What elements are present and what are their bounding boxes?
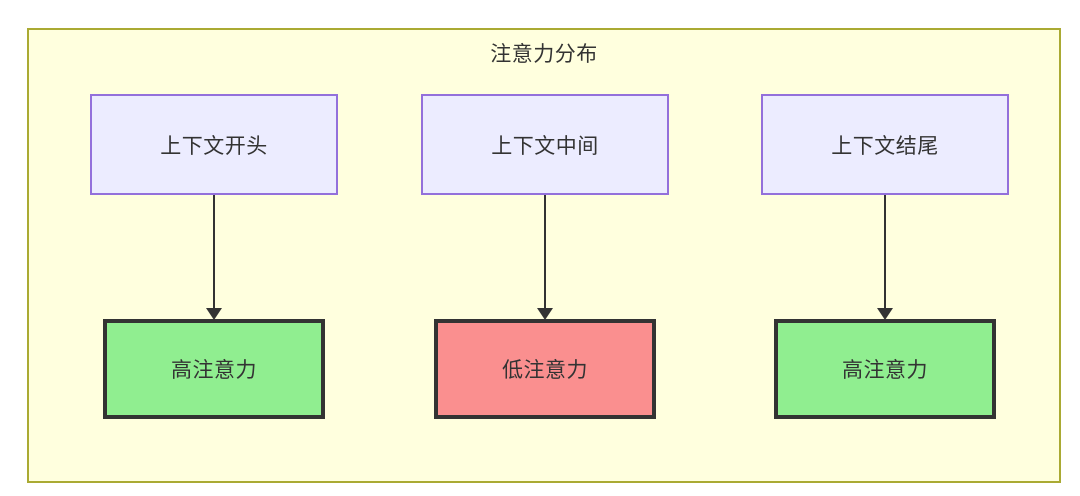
node-context-middle[interactable]: 上下文中间 (421, 94, 669, 195)
arrowhead-icon-context-start (206, 308, 222, 320)
node-attention-high-end-label: 高注意力 (842, 359, 928, 382)
arrowhead-icon-context-end (877, 308, 893, 320)
diagram-title: 注意力分布 (490, 43, 598, 66)
node-attention-low-middle-label: 低注意力 (502, 359, 588, 382)
node-attention-high-start[interactable]: 高注意力 (103, 319, 325, 419)
node-context-start[interactable]: 上下文开头 (90, 94, 338, 195)
node-context-end[interactable]: 上下文结尾 (761, 94, 1009, 195)
node-context-end-label: 上下文结尾 (831, 134, 939, 158)
arrowhead-icon-context-middle (537, 308, 553, 320)
edge-context-middle-to-attention (544, 195, 546, 308)
edge-context-end-to-attention (884, 195, 886, 308)
attention-distribution-group: 注意力分布 上下文开头 上下文中间 上下文结尾 高注意力 低注意力 高注意力 (27, 28, 1061, 483)
node-attention-low-middle[interactable]: 低注意力 (434, 319, 656, 419)
node-attention-high-end[interactable]: 高注意力 (774, 319, 996, 419)
edge-context-start-to-attention (213, 195, 215, 308)
node-context-start-label: 上下文开头 (160, 134, 268, 158)
node-attention-high-start-label: 高注意力 (171, 359, 257, 382)
node-context-middle-label: 上下文中间 (491, 134, 599, 158)
